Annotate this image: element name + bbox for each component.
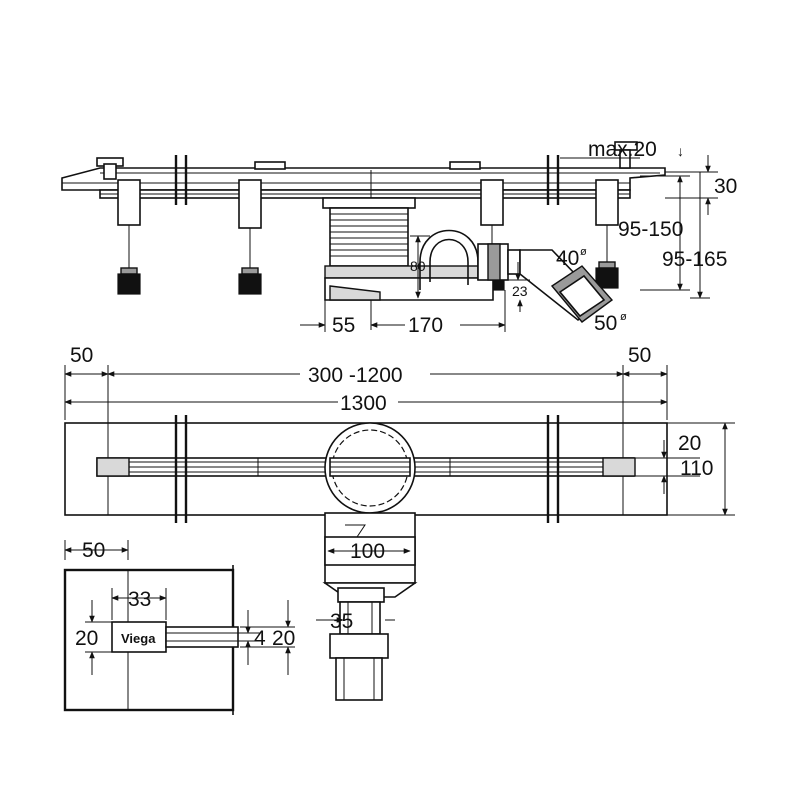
brand-logo: Viega [121,631,156,646]
dim-20-right: 20 [678,432,701,455]
detail-view: 50 Viega 33 20 4 20 [63,539,295,715]
dim-50-right: 50 [628,344,651,367]
dim-80: 80 [410,258,426,274]
dim-110: 110 [680,457,713,480]
grate-clip-left [254,161,286,170]
channel-profile-side [61,167,666,191]
dim-33: 33 [128,588,151,611]
side-view: max.20 ↓ 30 95-150 95-165 80 23 40 ø 50 … [61,138,737,337]
dim-50-diameter: 50 [594,312,617,335]
dim-detail-20-left: 20 [75,627,98,650]
top-view: 50 50 300 -1200 1300 [64,344,735,701]
drain-body-side [322,197,614,323]
dim-30: 30 [714,175,737,198]
dim-50-left: 50 [70,344,93,367]
dim-100: 100 [350,540,385,563]
dim-55: 55 [332,314,355,337]
dim-max20: max.20 [588,138,657,161]
dim-40-diameter: 40 [556,247,579,270]
break-lines-side [174,155,560,205]
grate-clip-right [449,161,481,170]
dim-35: 35 [330,610,353,633]
svg-text:ø: ø [580,246,587,258]
dim-95-150: 95-150 [618,218,683,241]
dim-detail-20-right: 20 [272,627,295,650]
dim-95-165: 95-165 [662,248,727,271]
dim-23: 23 [512,283,528,299]
adjustable-feet [96,141,638,295]
dim-1300: 1300 [340,392,387,415]
svg-text:ø: ø [620,311,627,323]
drain-body-top: 100 35 [316,512,418,701]
viega-logo-plate [111,621,167,653]
dim-300-1200: 300 -1200 [308,364,403,387]
dim-detail-4: 4 [254,627,266,650]
dim-detail-50: 50 [82,539,105,562]
dim-170: 170 [408,314,443,337]
svg-text:↓: ↓ [677,143,684,159]
